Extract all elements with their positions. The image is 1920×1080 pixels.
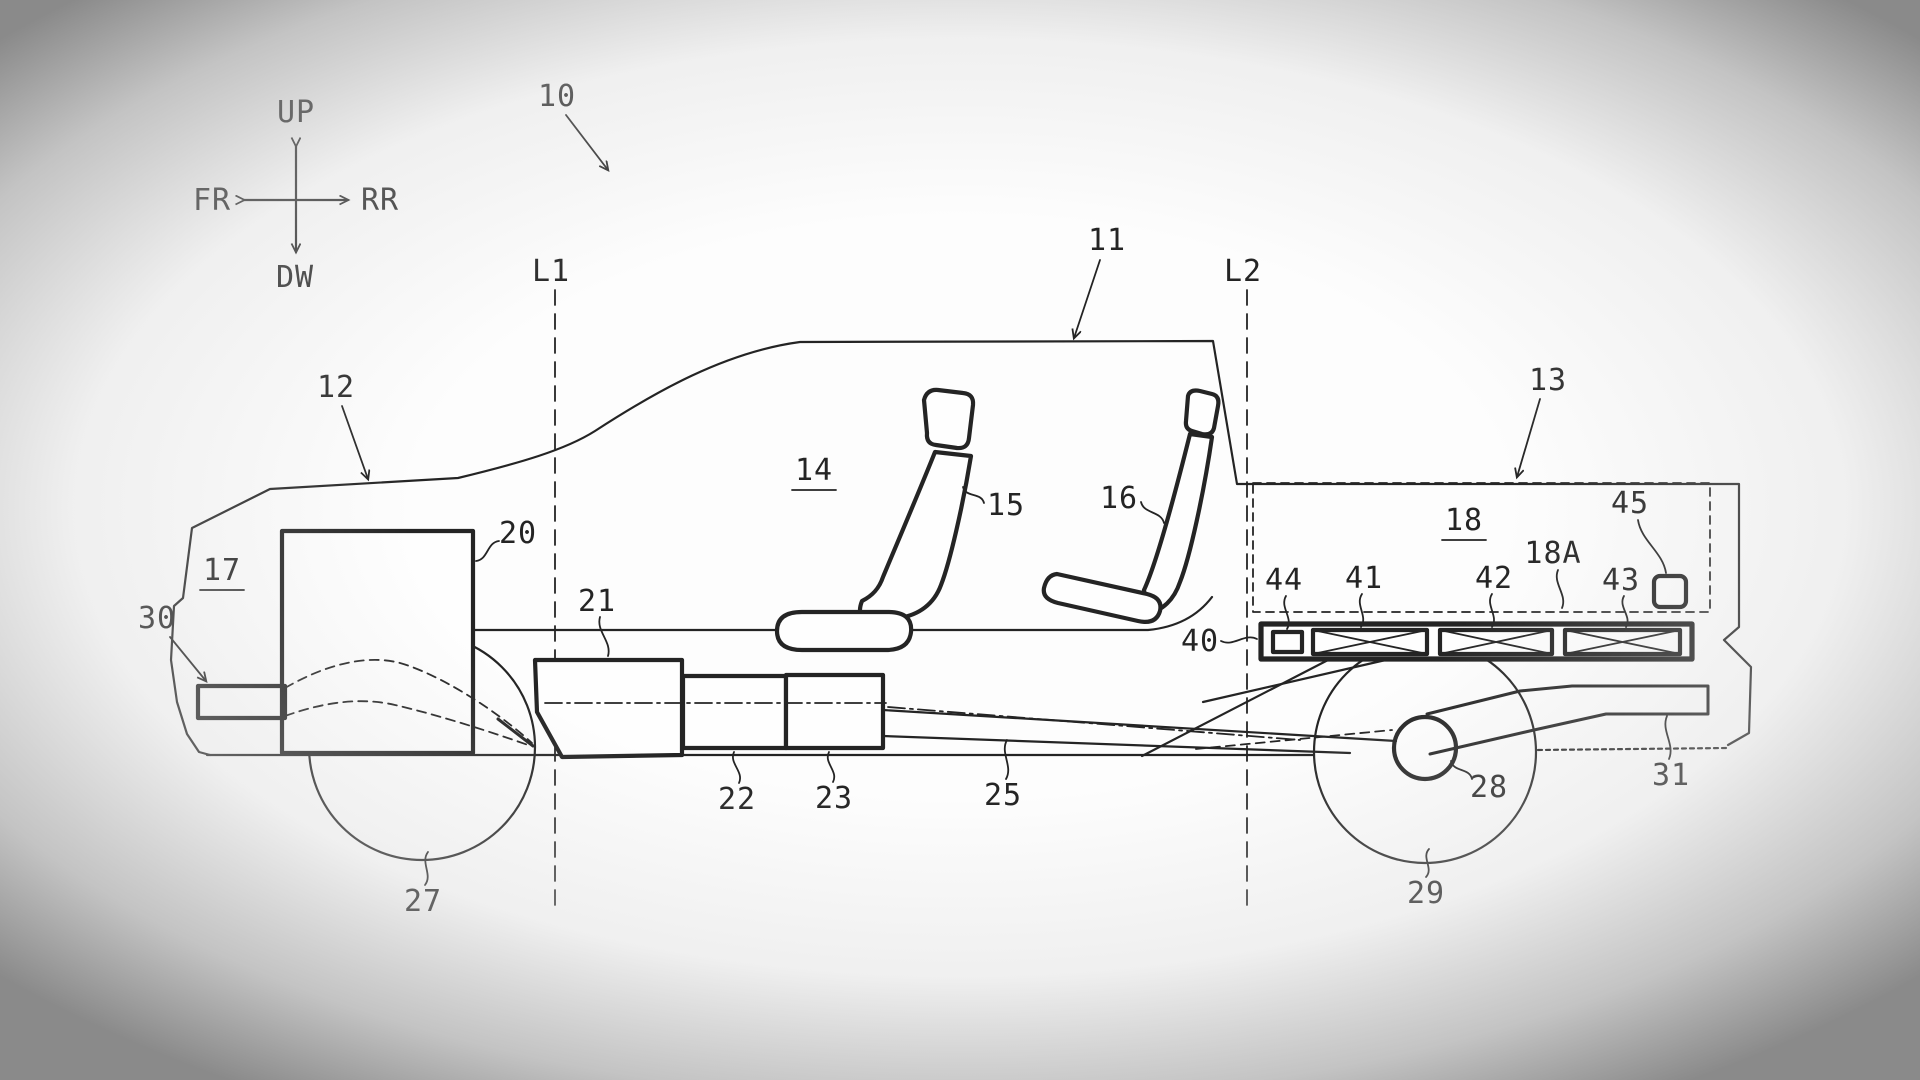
gear-unit-21 <box>532 657 685 760</box>
leader-40 <box>1220 636 1258 644</box>
ref-label-28: 28 <box>1470 770 1508 805</box>
ref-label-40: 40 <box>1181 624 1219 659</box>
ref-label-21: 21 <box>578 584 616 619</box>
front-seat-backrest-15 <box>857 449 974 624</box>
rear-seat-headrest-16 <box>1183 388 1221 437</box>
ref-label-27: 27 <box>404 884 442 919</box>
leader-22 <box>732 751 741 784</box>
leader-20 <box>475 540 500 562</box>
ref-label-45: 45 <box>1611 486 1649 521</box>
ref-label-44: 44 <box>1265 563 1303 598</box>
frame-riser-line <box>1201 657 1392 704</box>
leader-30 <box>169 636 206 681</box>
unit-23 <box>783 672 886 751</box>
section-label-l1: L1 <box>532 254 570 289</box>
ref-label-18: 18 <box>1445 503 1483 538</box>
ref-label-18a: 18A <box>1524 536 1581 571</box>
underbody-lines <box>284 657 1710 758</box>
rear-underbody-line <box>1536 746 1728 752</box>
leader-25 <box>1003 739 1010 780</box>
unit-22 <box>680 673 789 751</box>
ref-label-31: 31 <box>1652 758 1690 793</box>
ref-label-43: 43 <box>1602 563 1640 598</box>
ref-label-14: 14 <box>795 453 833 488</box>
leader-21 <box>598 616 610 657</box>
leader-31 <box>1664 715 1672 760</box>
leader-11 <box>1074 259 1101 338</box>
ref-label-11: 11 <box>1088 223 1126 258</box>
leader-13 <box>1517 398 1541 477</box>
ref-label-15: 15 <box>987 488 1025 523</box>
rear-seat-cushion-16 <box>1041 571 1163 624</box>
suspension-brace-line <box>1140 657 1332 758</box>
ref-label-30: 30 <box>138 601 176 636</box>
ref-label-12: 12 <box>317 370 355 405</box>
direction-compass: UP DW FR RR <box>193 95 399 295</box>
front-seat-cushion-15 <box>774 609 914 653</box>
battery-pack <box>1258 621 1695 662</box>
ref-label-17: 17 <box>203 553 241 588</box>
compass-front-label: FR <box>193 183 231 218</box>
front-seat-headrest-15 <box>921 387 976 451</box>
ref-label-22: 22 <box>718 782 756 817</box>
leader-27 <box>424 851 429 886</box>
bumper-beam-30 <box>195 683 288 721</box>
motor-box-20 <box>279 528 476 756</box>
ref-label-20: 20 <box>499 516 537 551</box>
section-label-l2: L2 <box>1224 254 1262 289</box>
rear-hub-28 <box>1391 714 1459 782</box>
ref-label-13: 13 <box>1529 363 1567 398</box>
compass-up-label: UP <box>277 95 315 130</box>
ref-label-16: 16 <box>1100 481 1138 516</box>
leader-28 <box>1450 760 1473 780</box>
ref-label-10: 10 <box>538 79 576 114</box>
driveline-units <box>532 657 886 760</box>
ref-label-41: 41 <box>1345 561 1383 596</box>
ref-label-25: 25 <box>984 778 1022 813</box>
leader-12 <box>341 405 368 479</box>
ref-label-29: 29 <box>1407 876 1445 911</box>
leader-45 <box>1637 519 1667 574</box>
ref-label-42: 42 <box>1475 561 1513 596</box>
ref-label-23: 23 <box>815 781 853 816</box>
compass-down-label: DW <box>276 260 314 295</box>
front-axle-link <box>496 717 535 748</box>
rear-seat-backrest-16 <box>1141 431 1215 616</box>
device-box-45 <box>1651 573 1689 610</box>
compass-rear-label: RR <box>361 183 399 218</box>
leader-10 <box>565 114 608 170</box>
leader-23 <box>826 751 836 783</box>
leader-16 <box>1140 501 1165 524</box>
leader-18a <box>1555 569 1565 609</box>
